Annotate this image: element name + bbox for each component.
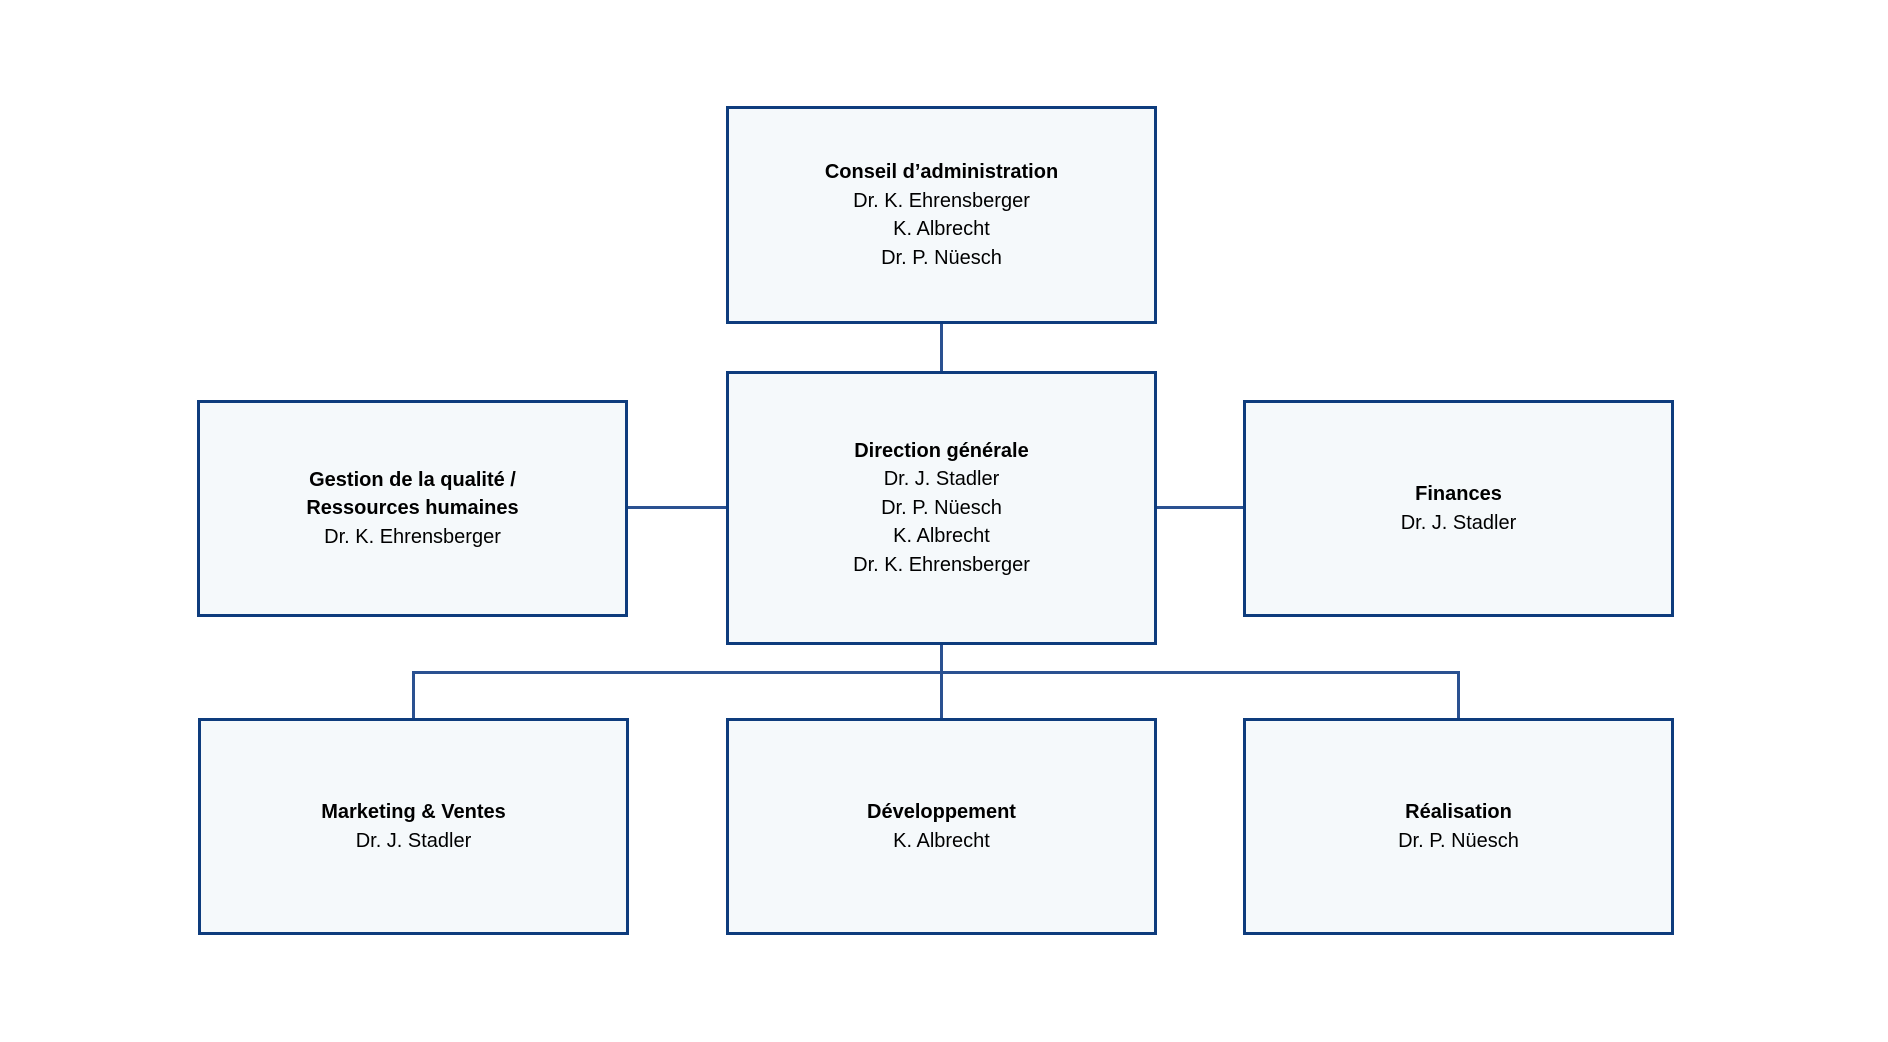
org-box-marketing-ventes: Marketing & Ventes Dr. J. Stadler: [198, 718, 629, 935]
org-box-gestion-qualite-rh: Gestion de la qualité / Ressources humai…: [197, 400, 628, 617]
box-title: Développement: [867, 801, 1016, 823]
org-box-realisation: Réalisation Dr. P. Nüesch: [1243, 718, 1674, 935]
box-member: Dr. P. Nüesch: [881, 496, 1002, 519]
box-member: Dr. J. Stadler: [355, 829, 472, 852]
box-member: Dr. K. Ehrensberger: [853, 189, 1030, 212]
connector-direction-to-finances: [1157, 506, 1243, 509]
connector-direction-to-children: [940, 645, 943, 718]
box-title: Marketing & Ventes: [321, 801, 506, 823]
org-box-direction-generale: Direction générale Dr. J. Stadler Dr. P.…: [726, 371, 1157, 645]
box-member: Dr. K. Ehrensberger: [853, 553, 1030, 576]
box-title: Réalisation: [1405, 801, 1512, 823]
box-title: Conseil d’administration: [824, 161, 1059, 183]
box-member: Dr. K. Ehrensberger: [324, 525, 501, 548]
org-box-developpement: Développement K. Albrecht: [726, 718, 1157, 935]
box-title: Gestion de la qualité / Ressources humai…: [306, 468, 519, 520]
box-title: Direction générale: [854, 439, 1029, 462]
box-member: Dr. P. Nüesch: [881, 246, 1002, 269]
connector-rail-to-marketing: [412, 671, 415, 718]
connector-rail-to-realisation: [1457, 671, 1460, 718]
org-box-finances: Finances Dr. J. Stadler: [1243, 400, 1674, 617]
connector-board-to-direction: [940, 324, 943, 371]
box-member: Dr. J. Stadler: [883, 468, 1000, 491]
connector-quality-to-direction: [628, 506, 726, 509]
connector-children-rail: [412, 671, 1460, 674]
box-member: K. Albrecht: [893, 218, 990, 240]
org-box-conseil-administration: Conseil d’administration Dr. K. Ehrensbe…: [726, 106, 1157, 324]
box-member: Dr. J. Stadler: [1400, 511, 1517, 534]
box-title: Finances: [1415, 483, 1502, 505]
box-member: K. Albrecht: [893, 829, 990, 852]
box-member: Dr. P. Nüesch: [1398, 829, 1519, 852]
box-member: K. Albrecht: [893, 525, 990, 548]
